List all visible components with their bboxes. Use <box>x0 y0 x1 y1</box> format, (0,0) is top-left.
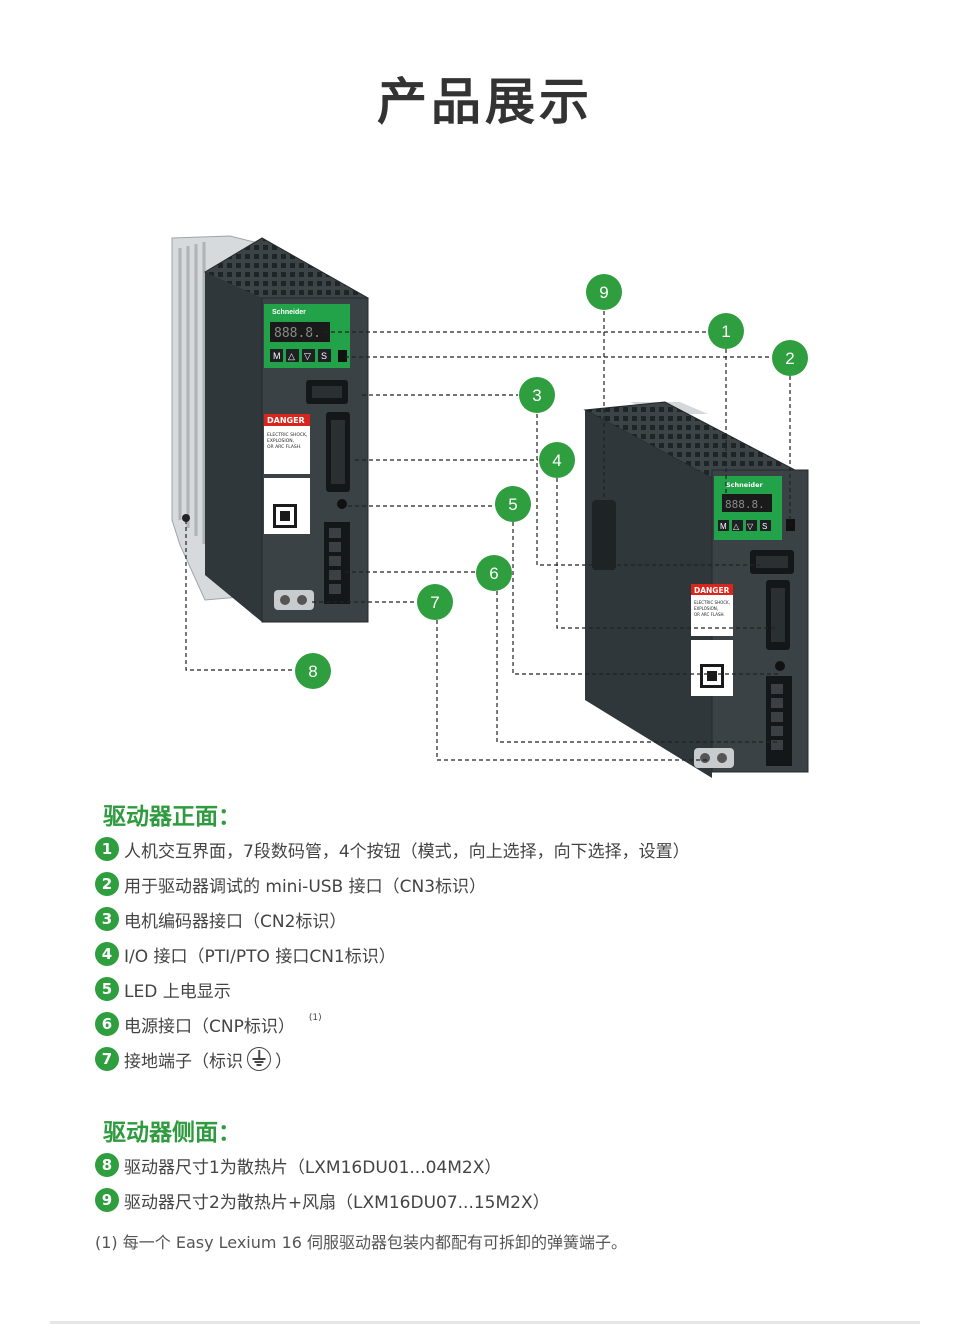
front-heading: 驱动器正面： <box>103 804 241 830</box>
svg-text:△: △ <box>733 522 740 531</box>
svg-text:7: 7 <box>430 593 439 612</box>
callout-4: 4 <box>539 442 575 478</box>
svg-text:1: 1 <box>721 322 730 341</box>
callout-8: 8 <box>295 653 331 689</box>
number-badge: 7 <box>95 1047 119 1071</box>
number-badge: 2 <box>95 872 119 896</box>
drive-size2: Schneider 888.8. M △ ▽ S DANGER ELECTRIC… <box>583 401 809 778</box>
list-item: 3 电机编码器接口（CN2标识） <box>95 906 346 932</box>
divider <box>50 1321 920 1324</box>
item-text: 用于驱动器调试的 mini-USB 接口（CN3标识） <box>124 876 487 897</box>
svg-text:EXPLOSION,: EXPLOSION, <box>267 438 294 444</box>
svg-text:EXPLOSION,: EXPLOSION, <box>694 606 718 611</box>
svg-text:ELECTRIC SHOCK,: ELECTRIC SHOCK, <box>694 600 730 605</box>
number-badge: 8 <box>95 1153 119 1177</box>
item-text-end: ） <box>275 1051 292 1072</box>
footnote-ref: (1) <box>308 1013 322 1023</box>
svg-text:OR ARC FLASH.: OR ARC FLASH. <box>267 444 302 450</box>
callout-2: 2 <box>772 340 808 376</box>
page-title: 产品展示 <box>377 73 593 131</box>
key-m: M <box>273 351 281 361</box>
number-badge: 9 <box>95 1188 119 1212</box>
item-text: 驱动器尺寸1为散热片（LXM16DU01...04M2X） <box>124 1157 502 1178</box>
callout-6: 6 <box>476 555 512 591</box>
item-text: 驱动器尺寸2为散热片+风扇（LXM16DU07...15M2X） <box>124 1192 550 1213</box>
list-item: 8 驱动器尺寸1为散热片（LXM16DU01...04M2X） <box>95 1152 501 1178</box>
callout-5: 5 <box>495 486 531 522</box>
leader-lines <box>185 311 791 761</box>
item-text: 电源接口（CNP标识） <box>124 1016 295 1037</box>
key-up: △ <box>288 351 295 361</box>
callout-9: 9 <box>586 274 622 310</box>
svg-text:888.8.: 888.8. <box>725 498 765 511</box>
number-badge: 4 <box>95 942 119 966</box>
svg-text:DANGER: DANGER <box>694 586 730 595</box>
svg-text:8: 8 <box>308 662 317 681</box>
svg-text:▽: ▽ <box>747 522 754 531</box>
callouts: 1 2 3 4 5 6 7 8 9 <box>295 274 808 689</box>
callout-7: 7 <box>417 584 453 620</box>
svg-text:5: 5 <box>508 495 517 514</box>
svg-text:S: S <box>762 522 767 531</box>
ground-icon <box>247 1047 271 1071</box>
list-item: 1 人机交互界面，7段数码管，4个按钮（模式，向上选择，向下选择，设置） <box>95 836 690 862</box>
list-item: 9 驱动器尺寸2为散热片+风扇（LXM16DU07...15M2X） <box>95 1187 550 1213</box>
list-item: 6 电源接口（CNP标识） (1) <box>95 1011 322 1037</box>
item-text: 电机编码器接口（CN2标识） <box>124 911 347 932</box>
svg-text:OR ARC FLASH.: OR ARC FLASH. <box>694 612 725 617</box>
footnote: (1) 每一个 Easy Lexium 16 伺服驱动器包装内都配有可拆卸的弹簧… <box>95 1233 628 1252</box>
side-heading: 驱动器侧面： <box>103 1120 241 1146</box>
seven-segment-display: 888.8. <box>274 326 321 341</box>
item-text: LED 上电显示 <box>124 981 231 1002</box>
number-badge: 5 <box>95 977 119 1001</box>
item-text: 人机交互界面，7段数码管，4个按钮（模式，向上选择，向下选择，设置） <box>124 841 690 862</box>
hmi-keys: M △ ▽ S <box>270 349 331 362</box>
svg-text:6: 6 <box>489 564 498 583</box>
number-badge: 6 <box>95 1012 119 1036</box>
number-badge: 3 <box>95 907 119 931</box>
product-diagram: Schneider 888.8. M △ ▽ S DANGER ELECTRIC… <box>171 235 809 778</box>
item-text: 接地端子（标识 <box>124 1051 243 1072</box>
danger-label: DANGER <box>267 416 305 425</box>
drive-size1: Schneider 888.8. M △ ▽ S DANGER ELECTRIC… <box>171 235 370 623</box>
svg-text:M: M <box>720 522 727 531</box>
callout-1: 1 <box>708 313 744 349</box>
key-s: S <box>321 351 327 361</box>
brand-logo: Schneider <box>272 309 306 316</box>
svg-text:9: 9 <box>599 283 608 302</box>
svg-text:ELECTRIC SHOCK,: ELECTRIC SHOCK, <box>267 432 307 438</box>
list-item: 2 用于驱动器调试的 mini-USB 接口（CN3标识） <box>95 871 486 897</box>
svg-text:3: 3 <box>532 386 541 405</box>
callout-3: 3 <box>519 377 555 413</box>
svg-text:4: 4 <box>552 451 561 470</box>
key-down: ▽ <box>304 351 311 361</box>
svg-text:Schneider: Schneider <box>726 481 763 489</box>
list-item: 7 接地端子（标识 ） <box>95 1046 292 1072</box>
number-badge: 1 <box>95 837 119 861</box>
item-text: I/O 接口（PTI/PTO 接口CN1标识） <box>124 946 396 967</box>
list-item: 5 LED 上电显示 <box>95 976 231 1002</box>
svg-text:2: 2 <box>785 349 794 368</box>
list-item: 4 I/O 接口（PTI/PTO 接口CN1标识） <box>95 941 396 967</box>
